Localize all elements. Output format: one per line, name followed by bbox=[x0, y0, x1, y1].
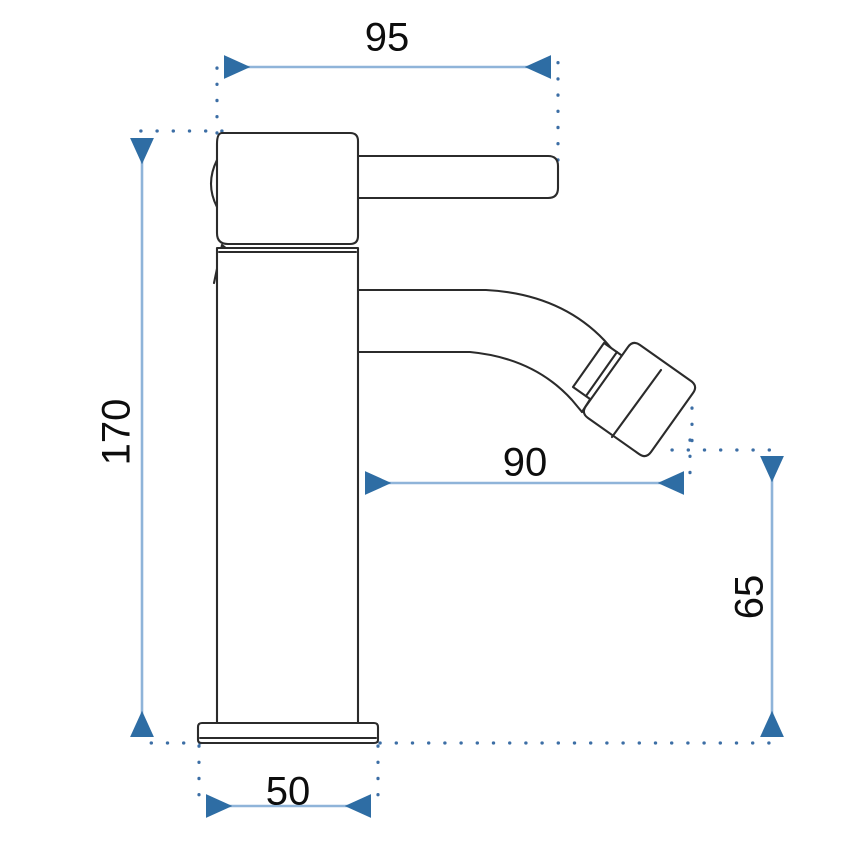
spout-lower-curve bbox=[356, 350, 584, 414]
extension-lines bbox=[138, 56, 778, 805]
aerator-collar-rib bbox=[584, 350, 619, 398]
dimension-label-90: 90 bbox=[503, 441, 548, 485]
dimension-label-65: 65 bbox=[728, 575, 772, 620]
dimension-170: 170 bbox=[95, 138, 154, 737]
handle-pivot-arc bbox=[209, 158, 219, 209]
aerator-nozzle-seam bbox=[610, 368, 663, 439]
faucet-body-geometry bbox=[196, 131, 697, 745]
dimension-label-170: 170 bbox=[95, 399, 139, 466]
lever-handle-arm bbox=[354, 154, 560, 200]
spout-upper-curve bbox=[356, 288, 620, 358]
base-flange bbox=[196, 721, 380, 745]
dimension-95: 95 bbox=[224, 16, 551, 79]
dimension-label-95: 95 bbox=[365, 16, 410, 60]
body-column bbox=[215, 246, 360, 727]
dimension-label-50: 50 bbox=[266, 770, 311, 814]
handle-head-block bbox=[215, 131, 360, 246]
dimension-90: 90 bbox=[365, 441, 684, 495]
dimension-50: 50 bbox=[206, 770, 371, 818]
dimension-65: 65 bbox=[728, 456, 784, 737]
